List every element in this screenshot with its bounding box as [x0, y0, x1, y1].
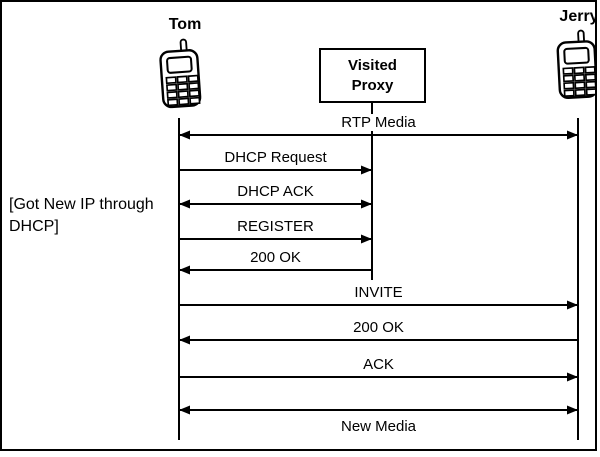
actor-tom-label: Tom — [168, 16, 202, 33]
annotation-got-new-ip: [Got New IP through DHCP] — [9, 196, 154, 235]
jerry-cell-phone-icon — [555, 28, 595, 100]
tom-cell-phone-icon — [158, 37, 202, 109]
actor-visited-proxy-box: Visited Proxy — [319, 48, 426, 103]
message-label-invite: INVITE — [352, 284, 405, 301]
actor-visited-proxy-label: Visited Proxy — [348, 57, 397, 94]
message-label-ack: ACK — [361, 356, 396, 373]
message-label-200-ok: 200 OK — [351, 319, 406, 336]
actor-jerry-label: Jerry — [559, 8, 597, 25]
message-label-dhcp-request: DHCP Request — [222, 149, 329, 166]
message-label-rtp-media: RTP Media — [339, 114, 418, 131]
message-label-register: REGISTER — [235, 218, 316, 235]
message-label-200-ok: 200 OK — [248, 249, 303, 266]
message-label-dhcp-ack: DHCP ACK — [235, 183, 316, 200]
message-label-new-media: New Media — [338, 418, 419, 435]
